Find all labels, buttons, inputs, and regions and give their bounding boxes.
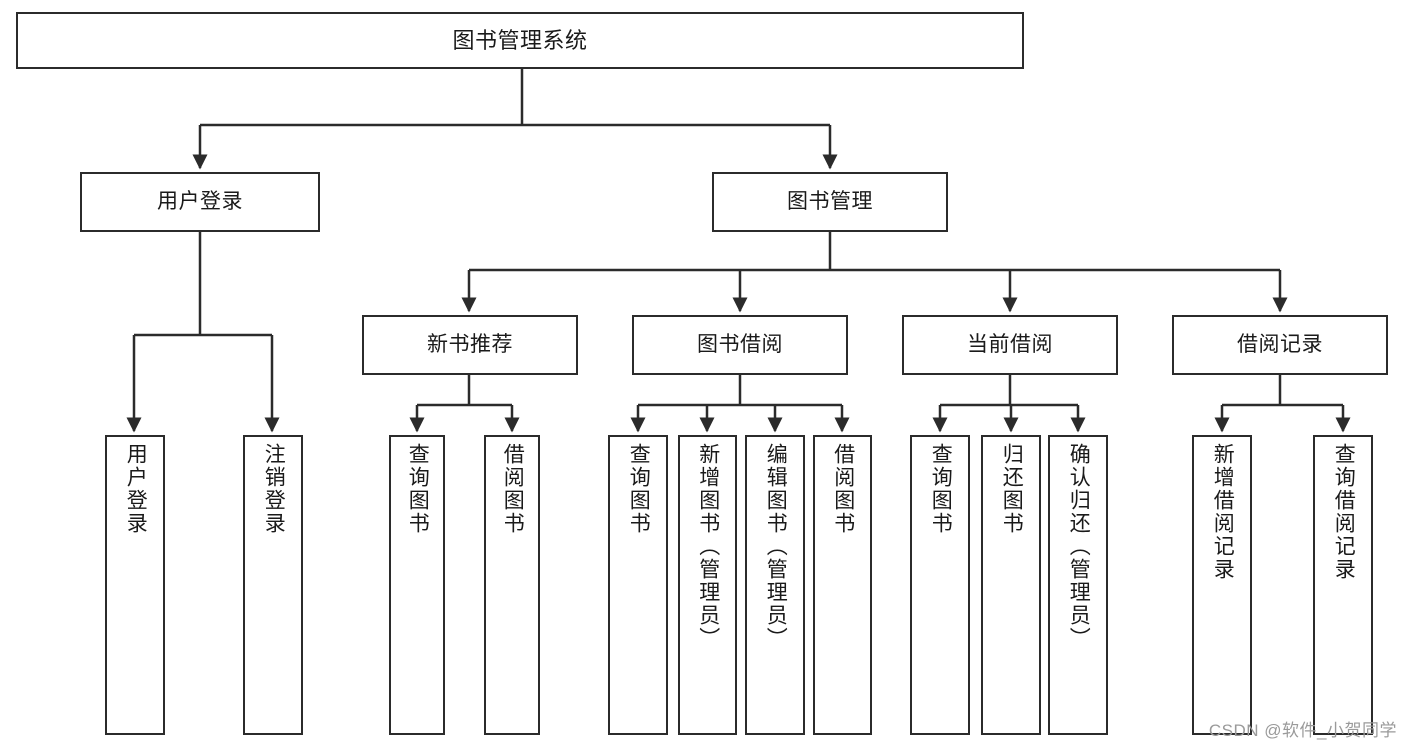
leaf-node-label: 查询图书 [406,443,430,535]
leaf-node[interactable]: 借阅图书 [484,435,540,735]
node-root[interactable]: 图书管理系统 [16,12,1024,69]
watermark: CSDN @软件_小贺同学 [1208,721,1397,740]
leaf-node-label: 查询图书 [929,443,953,535]
leaf-node[interactable]: 用户登录 [105,435,165,735]
node-user-login[interactable]: 用户登录 [80,172,320,232]
leaf-node-label: 借阅图书 [501,443,525,535]
leaf-node[interactable]: 新增借阅记录 [1192,435,1252,735]
leaf-node-label: 借阅图书 [831,443,855,535]
node-borrow-record-label: 借阅记录 [1237,332,1323,356]
leaf-node[interactable]: 新增图书（管理员） [678,435,737,735]
leaf-node[interactable]: 确认归还（管理员） [1048,435,1108,735]
leaf-node-label: 查询借阅记录 [1332,443,1356,581]
leaf-node-label: 注销登录 [262,443,286,535]
leaf-node-label: 用户登录 [124,443,148,535]
leaf-node[interactable]: 归还图书 [981,435,1041,735]
leaf-node[interactable]: 注销登录 [243,435,303,735]
node-new-book-recommend-label: 新书推荐 [427,332,513,356]
node-user-login-label: 用户登录 [157,189,243,213]
node-book-management-label: 图书管理 [787,189,873,213]
node-book-management[interactable]: 图书管理 [712,172,948,232]
leaf-node[interactable]: 编辑图书（管理员） [745,435,805,735]
leaf-node-label: 新增借阅记录 [1211,443,1235,581]
node-current-borrow[interactable]: 当前借阅 [902,315,1118,375]
leaf-node-label: 确认归还（管理员） [1067,443,1091,650]
leaf-node[interactable]: 查询图书 [389,435,445,735]
leaf-node[interactable]: 查询图书 [608,435,668,735]
node-current-borrow-label: 当前借阅 [967,332,1053,356]
node-new-book-recommend[interactable]: 新书推荐 [362,315,578,375]
leaf-node-label: 查询图书 [627,443,651,535]
node-book-borrow[interactable]: 图书借阅 [632,315,848,375]
leaf-node-label: 新增图书（管理员） [696,443,720,650]
node-borrow-record[interactable]: 借阅记录 [1172,315,1388,375]
node-book-borrow-label: 图书借阅 [697,332,783,356]
node-root-label: 图书管理系统 [452,27,588,53]
leaf-node-label: 编辑图书（管理员） [764,443,788,650]
leaf-node[interactable]: 查询借阅记录 [1313,435,1373,735]
leaf-node[interactable]: 查询图书 [910,435,970,735]
leaf-node[interactable]: 借阅图书 [813,435,872,735]
leaf-node-label: 归还图书 [1000,443,1024,535]
